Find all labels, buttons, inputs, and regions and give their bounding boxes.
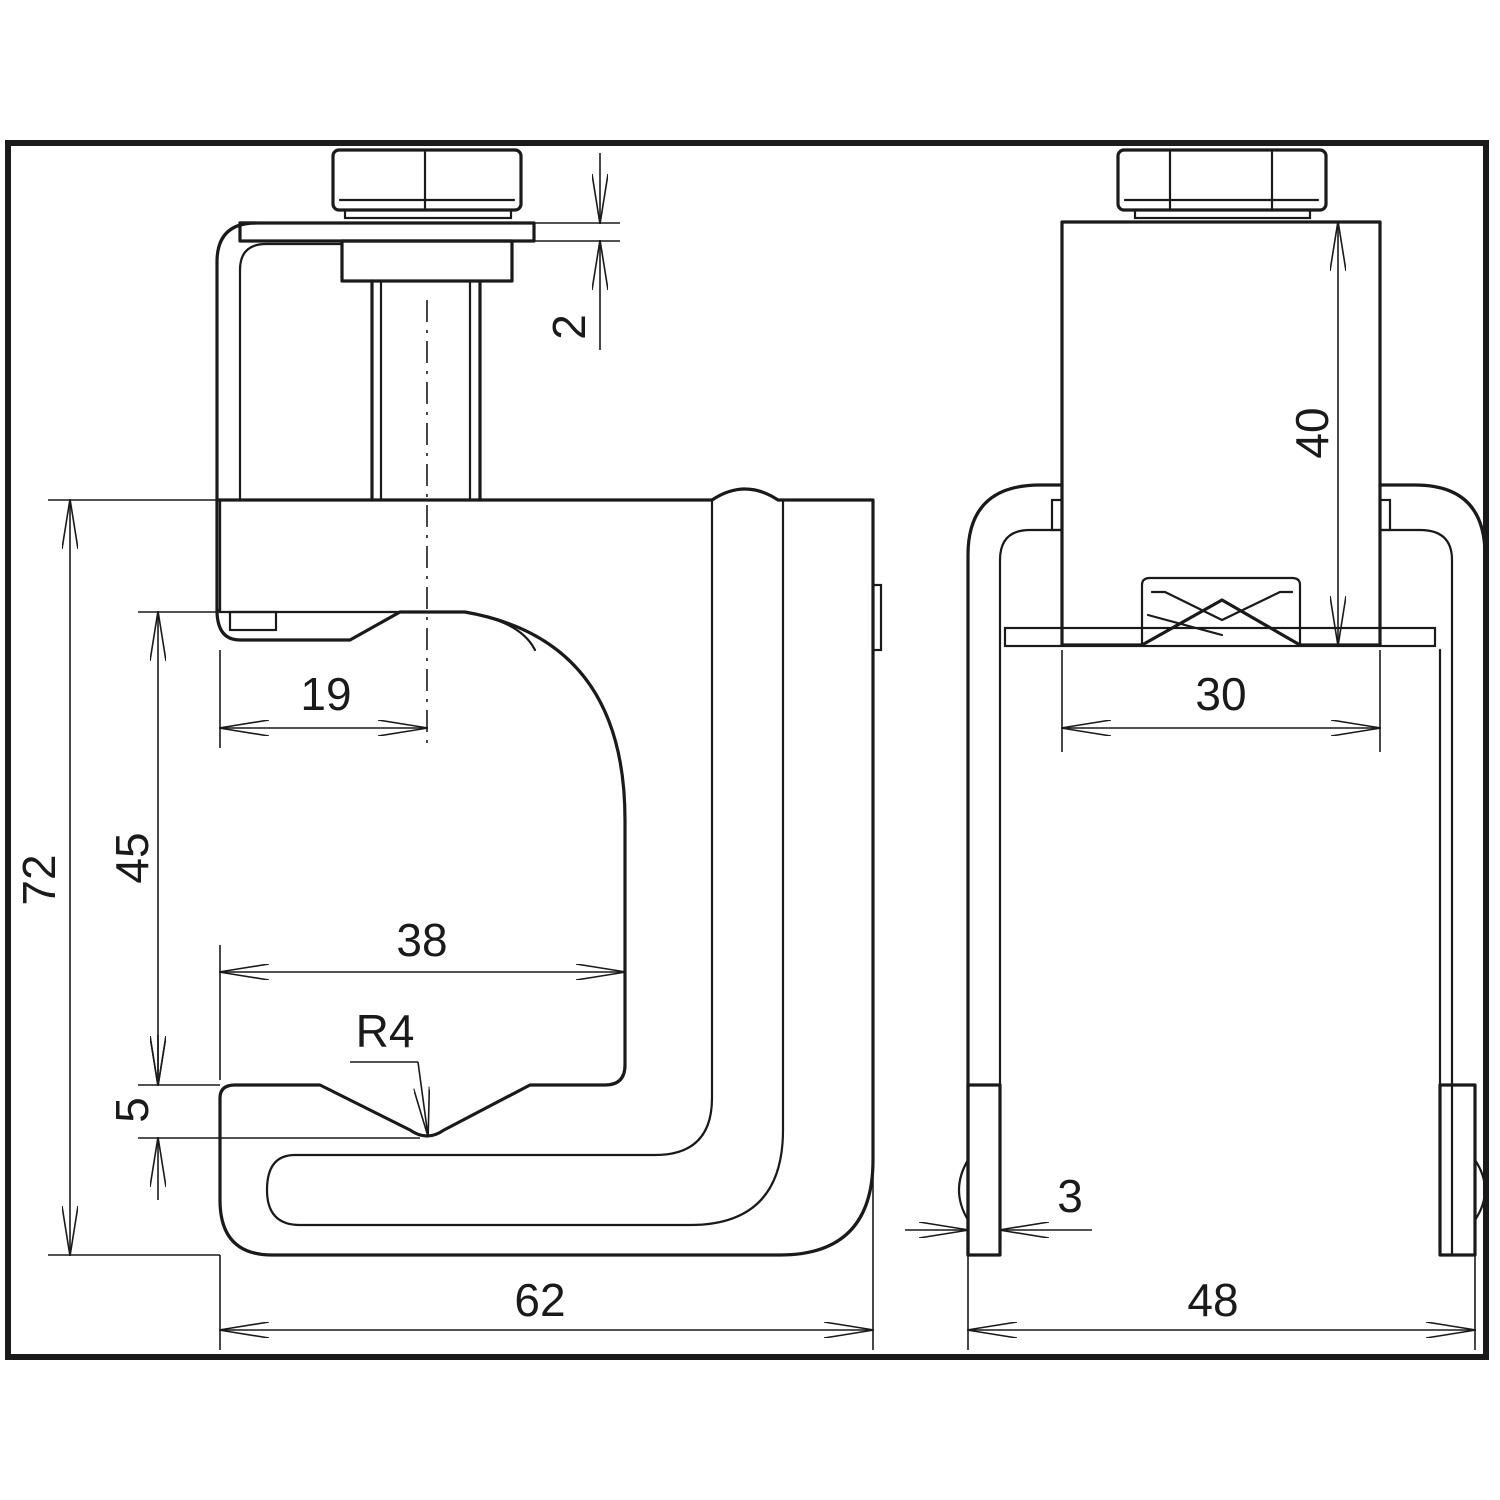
dim-jaw-height: 45 <box>106 832 158 883</box>
pressure-block <box>340 239 514 283</box>
dim-overall-height: 72 <box>13 854 65 905</box>
hex-nut-side <box>1116 148 1328 220</box>
side-tab <box>871 583 883 652</box>
front-view <box>215 148 883 1257</box>
strap-loop <box>215 221 258 502</box>
dim-strap-thickness: 3 <box>1057 1170 1083 1222</box>
dim-overall-width: 62 <box>514 1274 565 1326</box>
dim-lip-height: 5 <box>106 1097 158 1123</box>
u-strap <box>966 483 1487 1257</box>
dim-jaw-width: 38 <box>396 914 447 966</box>
side-dimensions: 40 30 3 48 <box>905 222 1475 1350</box>
dim-saddle-height: 40 <box>1286 407 1338 458</box>
side-view <box>958 148 1487 1257</box>
clamp-body <box>215 487 875 1257</box>
base-plate <box>1003 626 1437 648</box>
front-dimensions: 2 72 45 5 19 38 R4 62 <box>13 153 873 1350</box>
dim-groove-radius: R4 <box>356 1005 415 1057</box>
dim-screw-offset: 19 <box>300 668 351 720</box>
inner-rib <box>265 498 785 1227</box>
hex-nut-front <box>331 148 523 220</box>
drawing-frame <box>5 140 1489 1360</box>
left-foot <box>966 1083 1002 1257</box>
dim-nut-gap: 2 <box>543 314 595 340</box>
right-foot <box>1438 1083 1477 1257</box>
dim-saddle-width: 30 <box>1195 668 1246 720</box>
v-insert <box>1140 576 1302 647</box>
dim-side-width: 48 <box>1187 1274 1238 1326</box>
screw-shank <box>370 279 482 502</box>
washer-plate <box>238 221 536 243</box>
